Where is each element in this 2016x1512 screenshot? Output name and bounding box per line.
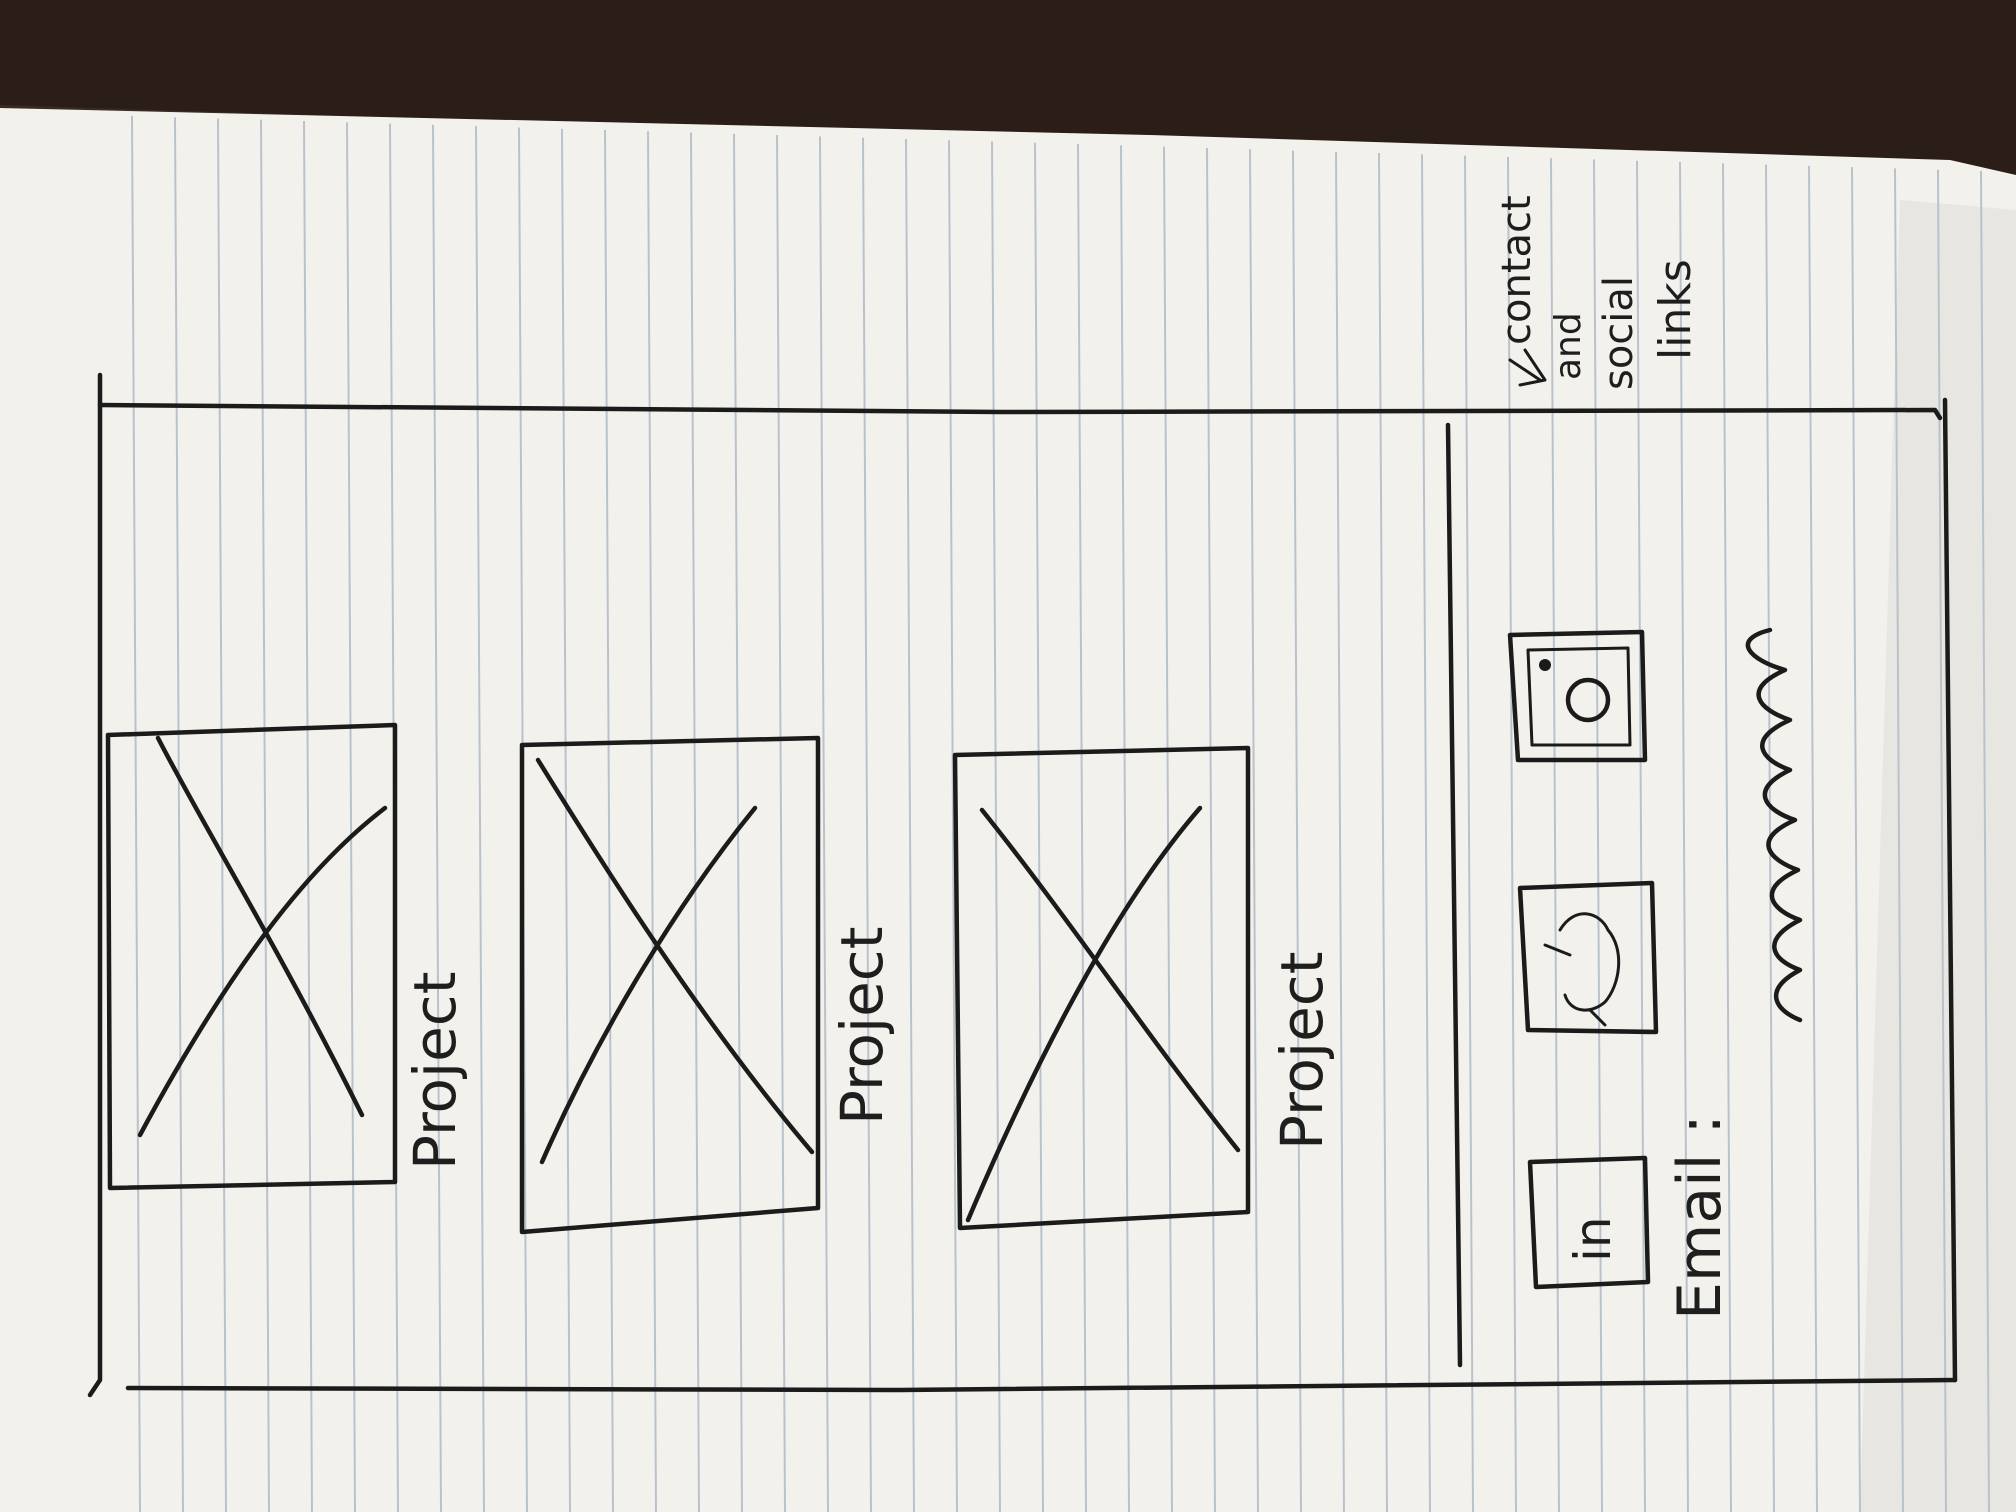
linkedin-icon-label: in — [1564, 1216, 1622, 1262]
linkedin-icon — [1527, 1155, 1651, 1290]
ruled-line — [1249, 149, 1259, 1512]
email-label: Email : — [1665, 1114, 1735, 1320]
ruled-line — [1464, 155, 1474, 1512]
ruled-line — [1980, 170, 1990, 1512]
page-curl-shade — [1860, 200, 2016, 1512]
frame-left-edge — [87, 372, 103, 1398]
project-title[interactable]: Project — [401, 972, 469, 1170]
ruled-line — [862, 137, 872, 1512]
ruled-line — [647, 131, 657, 1512]
ruled-line — [303, 121, 313, 1512]
placeholder-cross-line — [137, 805, 388, 1138]
instagram-button[interactable] — [1507, 629, 1648, 763]
annotation-line-1: contact — [1494, 195, 1540, 345]
ruled-line — [475, 126, 485, 1512]
annotation-line-4: links — [1650, 259, 1701, 360]
ruled-line — [1378, 153, 1388, 1512]
ruled-line — [346, 122, 356, 1512]
project-card-1[interactable]: Project — [105, 722, 469, 1191]
ruled-line — [604, 130, 614, 1512]
project-title[interactable]: Project — [828, 927, 896, 1125]
ruled-line — [1077, 144, 1087, 1512]
ruled-line — [1206, 147, 1216, 1512]
ruled-line — [1507, 156, 1517, 1512]
placeholder-cross-line — [155, 735, 365, 1118]
ruled-line — [260, 119, 270, 1512]
ruled-line — [948, 140, 958, 1512]
arrow-icon — [1508, 348, 1547, 387]
ruled-line — [819, 136, 829, 1512]
ruled-line — [561, 128, 571, 1512]
ruled-line — [1163, 146, 1173, 1512]
ruled-line — [733, 133, 743, 1512]
annotation-line-2: and — [1548, 312, 1589, 380]
ruled-line — [1034, 142, 1044, 1512]
annotation-line-3: social — [1596, 276, 1642, 390]
ruled-line — [432, 124, 442, 1512]
email-row[interactable]: Email : — [1665, 627, 1803, 1320]
email-scribble — [1745, 627, 1803, 1023]
project-card-3[interactable]: Project — [952, 745, 1336, 1231]
placeholder-cross-line — [979, 807, 1241, 1153]
notebook-page — [0, 108, 2016, 1512]
wireframe-frame — [87, 372, 1958, 1398]
instagram-icon — [1507, 629, 1648, 763]
footer-divider — [1445, 422, 1463, 1368]
margin-annotation: contact and social links — [1494, 195, 1701, 390]
desk-shadow — [0, 0, 2016, 240]
placeholder-cross-line — [965, 805, 1203, 1223]
ruled-line — [1292, 150, 1302, 1512]
ruled-line — [1894, 168, 1904, 1512]
ruled-line — [776, 135, 786, 1512]
project-title[interactable]: Project — [1268, 952, 1336, 1150]
ruled-line — [131, 115, 141, 1512]
twitter-icon — [1517, 880, 1659, 1035]
instagram-inner-frame — [1526, 646, 1632, 747]
project-image-placeholder — [105, 722, 398, 1191]
ruled-line — [1421, 154, 1431, 1512]
ruled-line — [905, 138, 915, 1512]
project-image-placeholder — [952, 745, 1251, 1231]
ruled-line — [1593, 159, 1603, 1512]
ruled-line — [174, 117, 184, 1512]
ruled-line — [1679, 161, 1689, 1512]
frame-right-edge — [1942, 397, 1958, 1383]
ruled-line — [690, 132, 700, 1512]
project-card-2[interactable]: Project — [519, 735, 896, 1235]
instagram-lens — [1565, 677, 1611, 723]
ruled-line — [1808, 165, 1818, 1512]
placeholder-cross-line — [539, 805, 758, 1165]
ruled-line — [1937, 169, 1947, 1512]
frame-bottom-edge — [125, 1377, 1958, 1393]
instagram-dot — [1539, 659, 1551, 671]
frame-top-edge — [97, 402, 1943, 421]
social-links: in — [1507, 629, 1659, 1290]
twitter-button[interactable] — [1517, 880, 1659, 1035]
ruled-line — [1636, 160, 1646, 1512]
ruled-line — [1722, 163, 1732, 1512]
linkedin-button[interactable]: in — [1527, 1155, 1651, 1290]
ruled-line — [1120, 145, 1130, 1512]
twitter-bird-shape — [1543, 912, 1621, 1027]
ruled-line — [217, 118, 227, 1512]
project-image-placeholder — [519, 735, 821, 1235]
ruled-line — [1851, 167, 1861, 1512]
ruled-line — [1335, 151, 1345, 1512]
